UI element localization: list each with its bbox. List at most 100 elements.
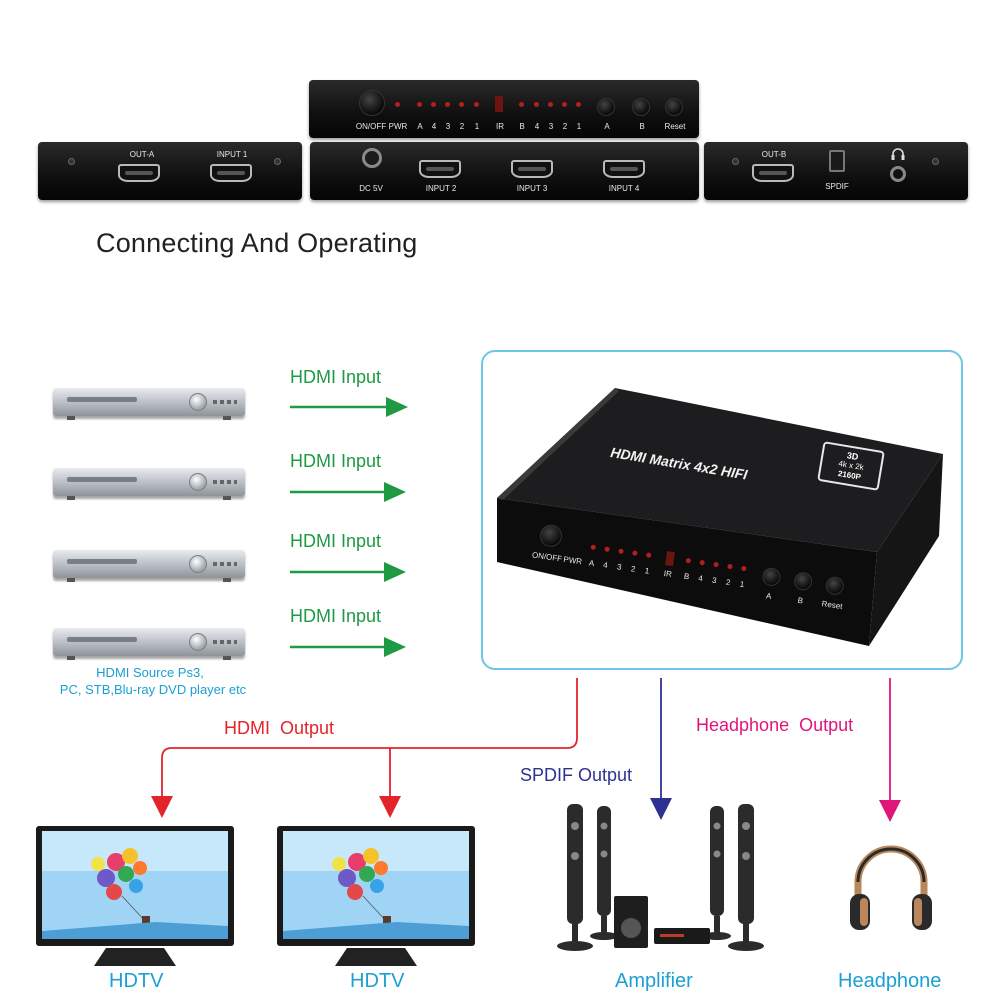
led-icon [534, 102, 539, 107]
middle-label-input3: INPUT 3 [516, 184, 548, 193]
led-icon [685, 557, 692, 564]
device-label-ir: IR [663, 568, 673, 579]
front-label-4: 4 [431, 122, 437, 131]
device-ir-sensor-icon [665, 551, 675, 567]
amplifier-label: Amplifier [615, 970, 693, 992]
input-arrow-2 [290, 482, 406, 502]
hdmi-port-icon [752, 164, 794, 182]
device-power-button-icon [538, 523, 564, 549]
front-label-3: 3 [445, 122, 451, 131]
led-icon [474, 102, 479, 107]
led-icon [632, 550, 638, 556]
middle-label-dc: DC 5V [359, 184, 383, 193]
hdtv-2-label: HDTV [350, 970, 405, 992]
input-arrow-4 [290, 637, 406, 657]
front-panel-photo: ON/OFF PWR A 4 3 2 1 IR B 4 3 2 1 A B Re… [309, 80, 699, 138]
device-label-a: A [588, 558, 595, 569]
front-label-btn-a: A [604, 122, 610, 131]
amplifier-speakers-icon [557, 804, 764, 951]
front-label-2: 2 [459, 122, 465, 131]
device-label-1b: 1 [739, 579, 745, 590]
hdmi-matrix-device [497, 388, 943, 646]
led-icon [618, 548, 624, 555]
device-reset-button-icon [824, 575, 845, 596]
front-label-3b: 3 [548, 122, 554, 131]
hdmi-port-icon [511, 160, 553, 178]
power-button-icon [359, 90, 385, 116]
middle-panel-photo: DC 5V INPUT 2 INPUT 3 INPUT 4 [310, 142, 699, 200]
led-icon [459, 102, 464, 107]
right-label-spdif: SPDIF [825, 182, 849, 191]
hdtv-2-icon [277, 826, 475, 966]
headphone-output-label: Headphone Output [696, 715, 854, 735]
led-icon [727, 563, 733, 570]
led-icon [590, 544, 597, 551]
source-player-2 [53, 468, 245, 500]
middle-label-input4: INPUT 4 [608, 184, 640, 193]
device-label-pwr: PWR [562, 554, 583, 567]
led-icon [445, 102, 450, 107]
device-label-b: B [683, 571, 690, 582]
input-arrow-label-2: HDMI Input [290, 451, 382, 471]
source-player-3 [53, 550, 245, 582]
led-icon [395, 102, 400, 107]
dc-jack-icon [362, 148, 382, 168]
led-icon [713, 561, 719, 568]
front-label-1b: 1 [576, 122, 582, 131]
headphone-jack-icon [890, 166, 906, 182]
source-caption-line1: HDMI Source Ps3, [96, 665, 204, 680]
left-panel-photo: OUT-A INPUT 1 [38, 142, 302, 200]
device-label-3: 3 [616, 562, 623, 572]
led-icon [699, 559, 706, 566]
player-knob-icon [189, 633, 207, 651]
ir-sensor-icon [495, 96, 503, 112]
source-caption-line2: PC, STB,Blu-ray DVD player etc [59, 682, 247, 697]
headphone-output-arrow [879, 678, 901, 822]
spdif-output-arrow [650, 678, 672, 820]
front-label-1: 1 [474, 122, 480, 131]
led-icon [417, 102, 422, 107]
right-panel-photo: OUT-B SPDIF [704, 142, 968, 200]
right-label-outb: OUT-B [761, 150, 787, 159]
player-knob-icon [189, 473, 207, 491]
section-heading: Connecting And Operating [96, 228, 418, 258]
input-arrow-label-3: HDMI Input [290, 531, 382, 551]
device-label-btn-a: A [765, 591, 772, 602]
front-label-ir: IR [496, 122, 504, 131]
device-label-3b: 3 [711, 575, 718, 586]
device-label-reset: Reset [821, 599, 844, 612]
headphone-label: Headphone [838, 970, 942, 992]
hdmi-port-icon [210, 164, 252, 182]
input-arrow-label-4: HDMI Input [290, 606, 382, 626]
screw-icon [274, 158, 281, 165]
headphone-icon [850, 845, 932, 930]
spdif-output-label: SPDIF Output [520, 765, 633, 785]
front-label-btn-b: B [639, 122, 645, 131]
led-icon [562, 102, 567, 107]
player-knob-icon [189, 555, 207, 573]
front-label-a: A [417, 122, 423, 131]
device-select-a-button-icon [761, 566, 782, 588]
hdmi-port-icon [118, 164, 160, 182]
source-player-4 [53, 628, 245, 660]
led-icon [519, 102, 524, 107]
hdtv-1-label: HDTV [109, 970, 164, 992]
front-label-reset: Reset [664, 122, 686, 131]
device-label-onoff: ON/OFF [531, 550, 563, 564]
device-label-4b: 4 [697, 573, 704, 584]
input-arrow-label-1: HDMI Input [290, 367, 382, 387]
spdif-port-icon [829, 150, 845, 172]
device-label-2: 2 [630, 564, 636, 574]
device-label-1: 1 [644, 566, 650, 576]
headphone-symbol-icon [891, 148, 905, 160]
left-label-input1: INPUT 1 [216, 150, 248, 159]
middle-label-input2: INPUT 2 [425, 184, 457, 193]
front-label-pwr: PWR [388, 122, 408, 131]
device-frame [481, 350, 963, 670]
screw-icon [932, 158, 939, 165]
front-label-2b: 2 [562, 122, 568, 131]
hdmi-port-icon [603, 160, 645, 178]
source-player-1 [53, 388, 245, 420]
device-label-4: 4 [602, 560, 609, 570]
led-icon [645, 552, 652, 558]
